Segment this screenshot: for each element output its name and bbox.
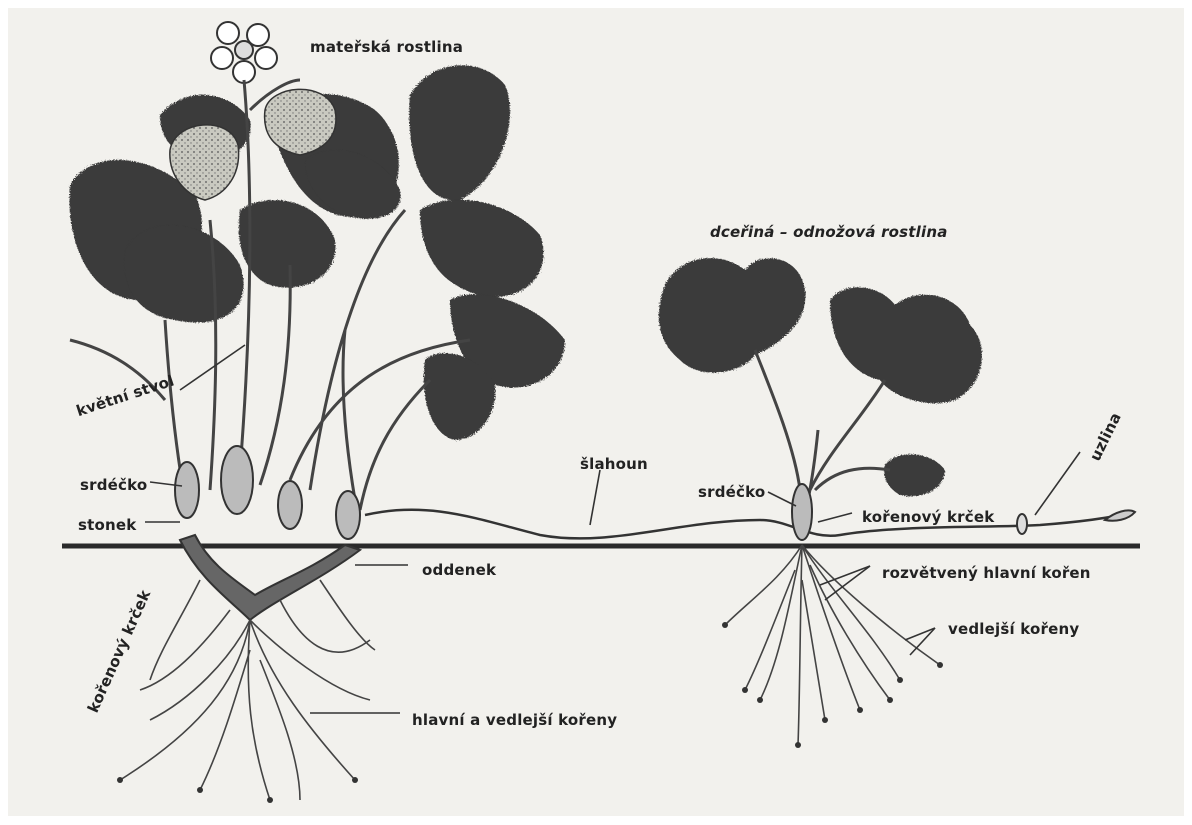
label-branched-main-root: rozvětvený hlavní kořen (882, 564, 1091, 582)
flower (211, 22, 277, 83)
label-mother-plant: mateřská rostlina (310, 38, 463, 56)
daughter-plant-crown (792, 484, 812, 540)
label-daughter-plant: dceřiná – odnožová rostlina (710, 223, 948, 241)
label-heart-right: srdéčko (698, 483, 765, 501)
label-runner: šlahoun (580, 455, 648, 473)
label-heart-left: srdéčko (80, 476, 147, 494)
runner-tip (1105, 510, 1135, 520)
label-stem: stonek (78, 516, 136, 534)
strawberry-diagram (8, 8, 1184, 816)
label-side-roots: vedlejší kořeny (948, 620, 1079, 638)
diagram-frame: mateřská rostlina dceřiná – odnožová ros… (8, 8, 1184, 816)
runner-node (1017, 514, 1027, 534)
label-main-and-side-roots: hlavní a vedlejší kořeny (412, 711, 617, 729)
label-root-neck-right: kořenový krček (862, 508, 994, 526)
label-rhizome: oddenek (422, 561, 496, 579)
daughter-plant-leaves (659, 258, 982, 496)
